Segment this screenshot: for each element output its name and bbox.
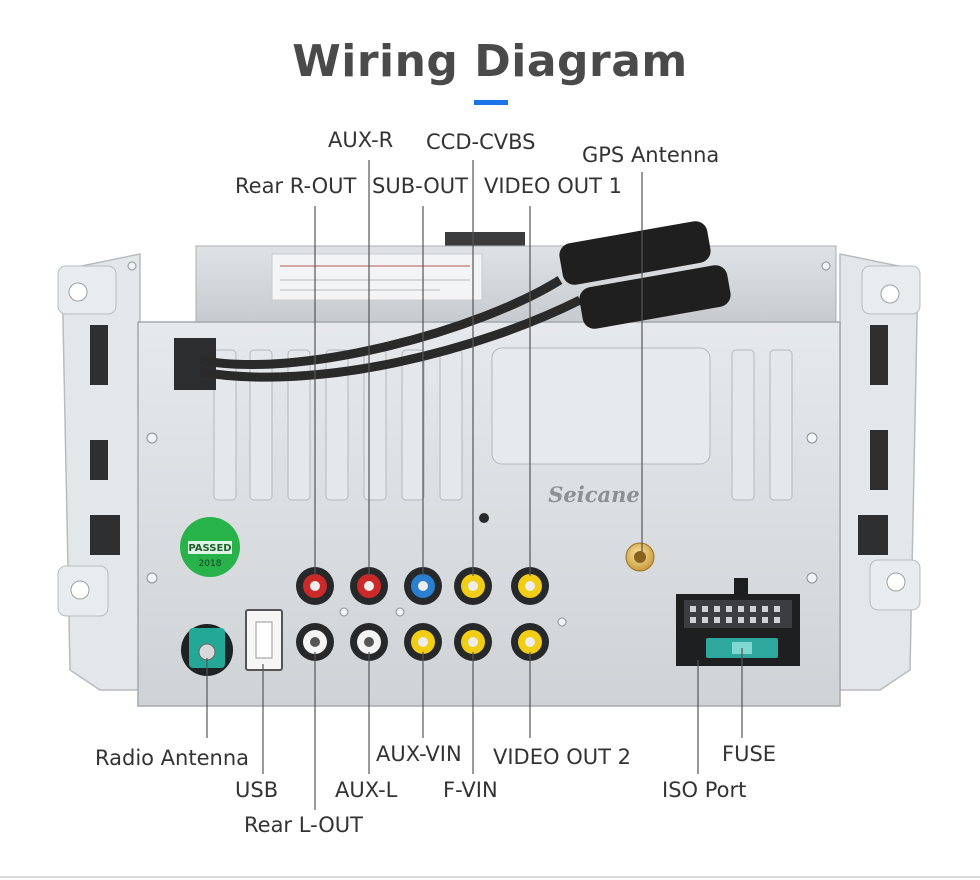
label-gps-antenna: GPS Antenna: [582, 143, 720, 167]
label-rear-r-out: Rear R-OUT: [235, 174, 357, 198]
label-aux-r: AUX-R: [328, 128, 394, 152]
gps-antenna-port: [625, 542, 655, 572]
label-radio-antenna: Radio Antenna: [95, 746, 250, 770]
label-iso-port: ISO Port: [662, 778, 747, 802]
label-ccd-cvbs: CCD-CVBS: [426, 130, 536, 154]
passed-sticker: PASSED 2018: [180, 517, 240, 577]
bottom-divider: [0, 876, 980, 878]
label-rear-l-out: Rear L-OUT: [244, 813, 363, 837]
leader-lines: [206, 160, 743, 810]
label-fuse: FUSE: [722, 742, 777, 766]
svg-text:2018: 2018: [199, 559, 222, 569]
label-aux-l: AUX-L: [335, 778, 398, 802]
title-accent-bar: [474, 100, 508, 105]
iso-port: [676, 578, 800, 666]
antenna-cables: [174, 221, 731, 390]
label-video-out-1: VIDEO OUT 1: [484, 174, 622, 198]
chassis-top: [195, 232, 837, 327]
label-video-out-2: VIDEO OUT 2: [493, 745, 631, 769]
brand-logo: Seicane: [548, 482, 640, 507]
label-f-vin: F-VIN: [443, 778, 498, 802]
page-title: Wiring Diagram: [292, 36, 688, 87]
label-usb: USB: [235, 778, 279, 802]
svg-text:PASSED: PASSED: [188, 543, 231, 554]
mounting-plate: [57, 253, 921, 691]
rca-row-top: [296, 567, 549, 605]
label-aux-vin: AUX-VIN: [376, 742, 462, 766]
label-sub-out: SUB-OUT: [372, 174, 468, 198]
radio-antenna-port: [181, 624, 233, 676]
usb-port: [245, 609, 283, 671]
rca-row-bottom: [296, 623, 549, 661]
